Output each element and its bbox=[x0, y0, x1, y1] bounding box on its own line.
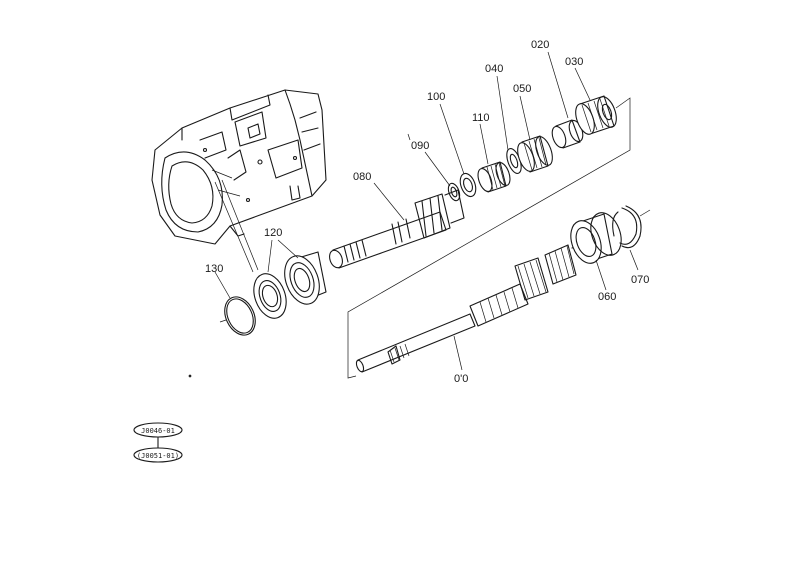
collar-100 bbox=[459, 172, 477, 198]
group-bracket bbox=[347, 97, 631, 379]
label-030: 030 bbox=[565, 56, 583, 68]
needle-bearing-110 bbox=[477, 161, 511, 193]
reference-dot bbox=[188, 374, 192, 378]
gear-050 bbox=[517, 135, 553, 173]
label-120: 120 bbox=[264, 227, 282, 239]
bearing-120-right bbox=[284, 251, 327, 305]
leader-case-120b bbox=[214, 181, 254, 273]
bearing-060 bbox=[570, 212, 622, 264]
axis-line-right bbox=[639, 209, 651, 217]
oring-130 bbox=[224, 296, 256, 336]
leader-130-axis bbox=[219, 319, 227, 323]
label-010: 0'0 bbox=[454, 373, 468, 385]
label-050: 050 bbox=[513, 83, 531, 95]
ref-code-bottom: (J0051-01) bbox=[137, 452, 179, 460]
counter-shaft-080 bbox=[329, 189, 465, 269]
label-110: 110 bbox=[472, 112, 490, 124]
label-100: 100 bbox=[427, 91, 445, 103]
ref-bottom-oval bbox=[133, 447, 183, 463]
reference-codes: J0046-01 (J0051-01) bbox=[133, 422, 183, 463]
bearing-120-left bbox=[253, 273, 287, 319]
label-040: 040 bbox=[485, 63, 503, 75]
label-130: 130 bbox=[205, 263, 223, 275]
collar-020 bbox=[551, 119, 584, 149]
leader-lines bbox=[214, 51, 639, 371]
leader-case-120a bbox=[221, 179, 259, 271]
label-060: 060 bbox=[598, 291, 616, 303]
transmission-case bbox=[151, 89, 327, 245]
label-080: 080 bbox=[353, 171, 371, 183]
label-020: 020 bbox=[531, 39, 549, 51]
label-090: 090 bbox=[411, 140, 429, 152]
snap-ring-070 bbox=[612, 205, 642, 249]
main-shaft-010 bbox=[355, 240, 591, 373]
label-070: 070 bbox=[631, 274, 649, 286]
ring-090 bbox=[447, 182, 461, 202]
ref-code-top: J0046-01 bbox=[141, 427, 175, 435]
gear-030 bbox=[575, 95, 617, 135]
